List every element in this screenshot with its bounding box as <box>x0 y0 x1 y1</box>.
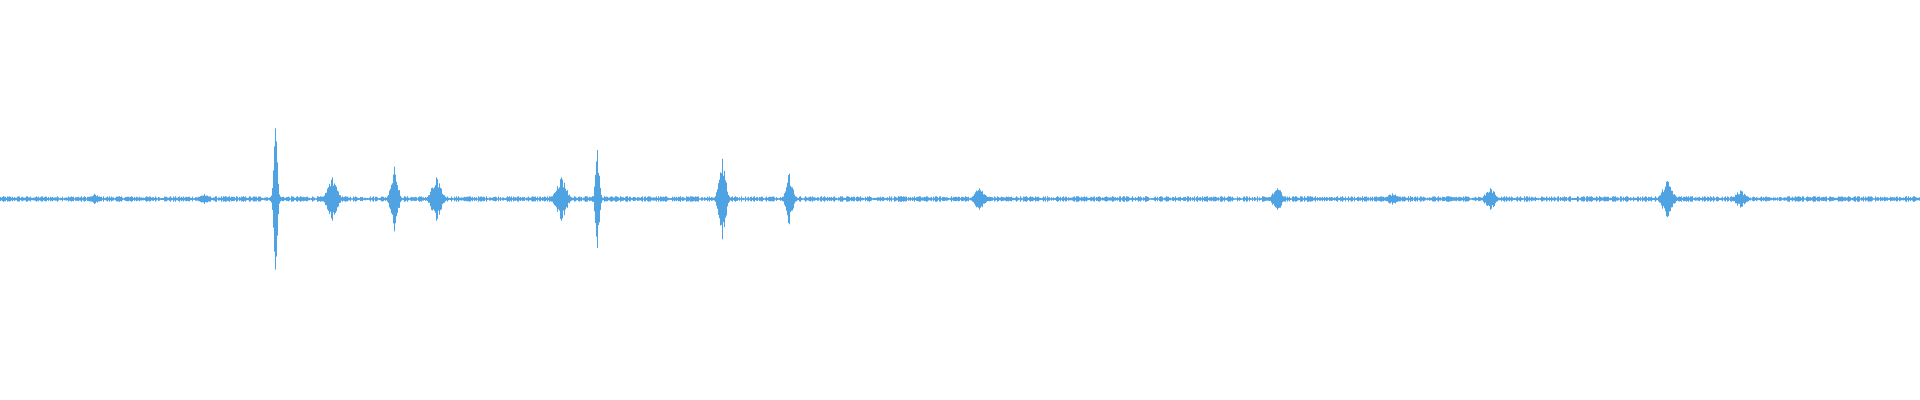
waveform-lines <box>0 128 1920 270</box>
